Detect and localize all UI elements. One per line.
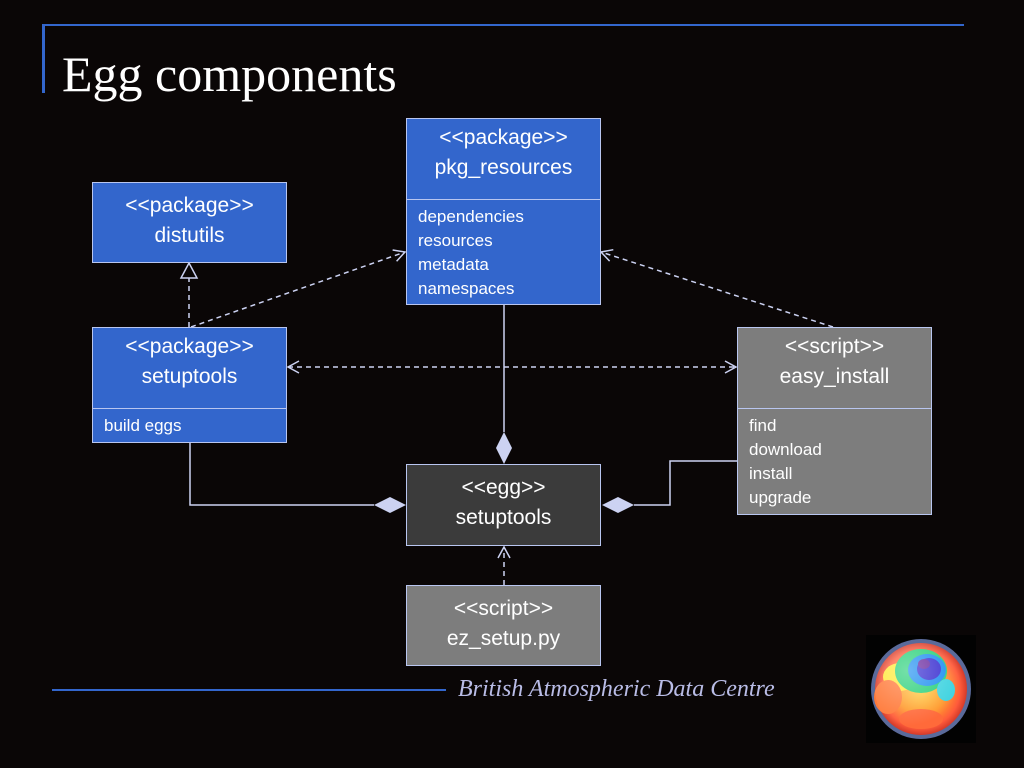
box-name-label: setuptools <box>141 365 238 388</box>
generalization-triangle <box>179 261 199 279</box>
operation-item: metadata <box>418 255 489 274</box>
box-name-label: easy_install <box>779 365 890 388</box>
box-name-label: ez_setup.py <box>446 627 561 650</box>
stereotype-label: <<egg>> <box>461 476 546 499</box>
box-name-label: setuptools <box>455 506 552 529</box>
composition-easy_install-egg <box>634 460 737 506</box>
footer-rule <box>52 689 446 691</box>
setuptools-egg-box: <<egg>> setuptools <box>406 464 601 546</box>
composition-diamond-right <box>602 497 634 513</box>
operation-item: find <box>749 416 777 435</box>
operation-item: upgrade <box>749 488 812 507</box>
title-accent-bar <box>42 25 45 93</box>
setuptools-package-box: <<package>> setuptools build eggs <box>92 327 287 443</box>
top-rule <box>42 24 964 26</box>
stereotype-label: <<script>> <box>453 597 554 620</box>
composition-diamond-left <box>374 497 406 513</box>
stereotype-label: <<package>> <box>125 194 254 217</box>
dependency-setuptools-pkg_resources <box>190 249 407 328</box>
stereotype-label: <<script>> <box>784 335 885 358</box>
operation-item: download <box>749 440 822 459</box>
operation-item: resources <box>418 231 493 250</box>
operation-item: install <box>749 464 793 483</box>
box-name-label: pkg_resources <box>434 156 573 179</box>
composition-setuptools-egg <box>189 443 374 506</box>
dependency-easy_install-pkg_resources <box>599 248 834 328</box>
stereotype-label: <<package>> <box>439 126 568 149</box>
footer-organization: British Atmospheric Data Centre <box>458 676 775 702</box>
ez_setup-box: <<script>> ez_setup.py <box>406 585 601 666</box>
pkg_resources-box: <<package>> pkg_resources dependencies r… <box>406 118 601 305</box>
operation-item: dependencies <box>418 207 524 226</box>
easy_install-box: <<script>> easy_install find download in… <box>737 327 932 515</box>
stereotype-label: <<package>> <box>125 335 254 358</box>
composition-diamond-top <box>496 432 512 464</box>
operation-item: build eggs <box>104 416 182 435</box>
operation-item: namespaces <box>418 279 515 298</box>
distutils-box: <<package>> distutils <box>92 182 287 263</box>
page-title: Egg components <box>62 46 397 102</box>
globe-logo-icon <box>866 635 976 743</box>
box-name-label: distutils <box>154 224 225 247</box>
